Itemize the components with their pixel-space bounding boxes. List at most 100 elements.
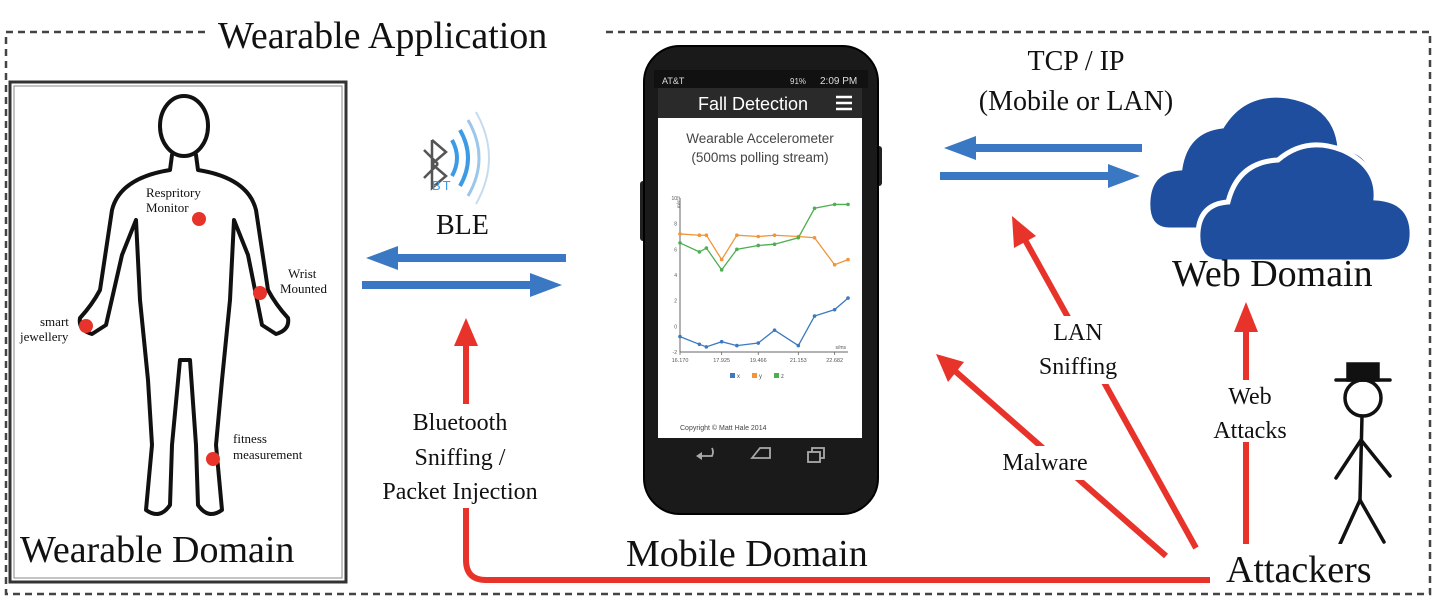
application-frame (4, 10, 1432, 596)
chart-series-z-point (697, 250, 702, 254)
lan-sniffing-attack-arrow (1012, 216, 1199, 550)
chart-y-axis-label: m/s^2 (676, 196, 681, 208)
chart-series-x-point (796, 343, 801, 348)
chart-series-y-point (812, 235, 817, 240)
chart-series-z-point (719, 268, 724, 272)
web-domain-label: Web Domain (1172, 253, 1373, 295)
chart-y-tick-label: 4 (674, 273, 677, 279)
human-figure-icon (77, 94, 291, 516)
chart-series-y-point (719, 257, 724, 262)
lan-label-1: LAN (1053, 320, 1102, 346)
chart-y-tick-label: 2 (674, 299, 677, 305)
attacker-icon (1334, 362, 1392, 546)
back-button-icon[interactable] (696, 447, 714, 460)
chart-series-y-point (697, 233, 702, 238)
mobile-domain-label: Mobile Domain (626, 533, 868, 575)
chart-series-y-point (735, 233, 739, 238)
chart-series-x-point (704, 345, 709, 349)
phone-copyright: Copyright © Matt Hale 2014 (680, 424, 767, 432)
chart-series-x-point (719, 339, 724, 344)
chart-series-z-point (678, 241, 682, 245)
tcp-arrow-right (940, 164, 1140, 188)
bt-sniff-label-1: Bluetooth (413, 410, 508, 436)
tcp-arrow-left (944, 136, 1142, 160)
chart-legend-swatch-z (774, 373, 779, 378)
chart-legend-label-y: y (759, 374, 762, 380)
chart-series-x-point (846, 296, 850, 300)
fitness-label-2: measurement (233, 447, 303, 462)
ble-arrow-right (362, 273, 562, 297)
chart-x-tick-label: 16.170 (672, 358, 689, 364)
respiratory-label-1: Respritory (146, 185, 201, 200)
lan-label-2: Sniffing (1039, 354, 1117, 380)
cloud-icon (1145, 92, 1415, 265)
chart-series-x-point (678, 334, 682, 339)
web-attacks-label-bg (1210, 380, 1302, 442)
chart-series-z-point (735, 247, 739, 252)
wearable-domain-label: Wearable Domain (20, 529, 294, 571)
chart-series-x-point (756, 341, 761, 345)
chart-y-tick-label: 6 (674, 247, 677, 253)
chart-series-x-point (812, 314, 817, 318)
bluetooth-icon (423, 111, 490, 205)
bt-sniff-label-2: Sniffing / (415, 445, 506, 471)
bt-sniff-label-bg-wide (366, 474, 558, 508)
wrist-label-2: Mounted (280, 281, 327, 296)
chart-legend-label-z: z (781, 374, 784, 380)
chart-x-tick-label: 17.925 (713, 358, 730, 364)
chart-series-x-point (772, 328, 777, 332)
tcp-label-1: TCP / IP (1028, 46, 1125, 77)
chart-y-tick-label: 8 (674, 222, 677, 228)
chart-series-y-point (704, 233, 709, 238)
chart-series-z-point (756, 243, 761, 248)
bt-sniff-label-3: Packet Injection (382, 479, 537, 505)
chart-series-x-point (735, 343, 739, 348)
fitness-sensor-dot (206, 452, 220, 466)
attackers-label-bg (1218, 544, 1394, 592)
respiratory-sensor-dot (192, 212, 206, 226)
chart-y-tick-label: 0 (674, 324, 677, 330)
bt-icon-text: BT (432, 178, 453, 193)
phone-carrier: AT&T (662, 76, 685, 86)
malware-label: Malware (1002, 450, 1087, 476)
chart-series-z-point (812, 206, 817, 211)
fitness-label-1: fitness (233, 431, 267, 446)
wrist-sensor-dot (253, 286, 267, 300)
chart-x-tick-label: 22.682 (826, 358, 843, 364)
attackers-label: Attackers (1226, 549, 1372, 591)
chart-series-z-point (704, 246, 709, 250)
tcp-label-2: (Mobile or LAN) (979, 86, 1173, 117)
chart-series-z-point (772, 242, 777, 246)
chart-series-z-point (832, 202, 837, 207)
chart-x-tick-label: 21.153 (790, 358, 807, 364)
jewellery-label-1: smart (40, 314, 69, 329)
lan-label-bg (1026, 316, 1136, 384)
app-title: Wearable Application (218, 15, 547, 57)
phone-chart-title-2: (500ms polling stream) (691, 150, 828, 165)
bluetooth-attack-arrow (454, 318, 1210, 583)
hamburger-menu-icon[interactable] (836, 95, 852, 111)
web-attacks-label-1: Web (1228, 384, 1271, 410)
chart-series-x-point (697, 342, 702, 347)
phone-device (640, 45, 882, 515)
chart-series-y-point (772, 233, 777, 238)
chart-legend-swatch-x (730, 373, 735, 378)
phone-battery: 91% (790, 77, 806, 86)
respiratory-label-2: Monitor (146, 200, 189, 215)
chart-y-tick-label: 10 (671, 196, 677, 202)
chart-legend-swatch-y (752, 373, 757, 378)
home-button-icon[interactable] (750, 447, 771, 459)
phone-chart-title-1: Wearable Accelerometer (686, 131, 834, 146)
chart-y-tick-label: -2 (673, 350, 678, 356)
wearable-domain-panel (8, 80, 348, 584)
chart-series-z-point (796, 235, 801, 240)
chart-series-y-point (846, 257, 850, 262)
recent-apps-button-icon[interactable] (807, 447, 825, 463)
chart-series-y-point (678, 232, 682, 236)
web-attacks-label-2: Attacks (1213, 418, 1286, 444)
chart-series-y-point (756, 234, 761, 239)
wrist-label-1: Wrist (288, 266, 317, 281)
chart-series-y-point (832, 262, 837, 267)
